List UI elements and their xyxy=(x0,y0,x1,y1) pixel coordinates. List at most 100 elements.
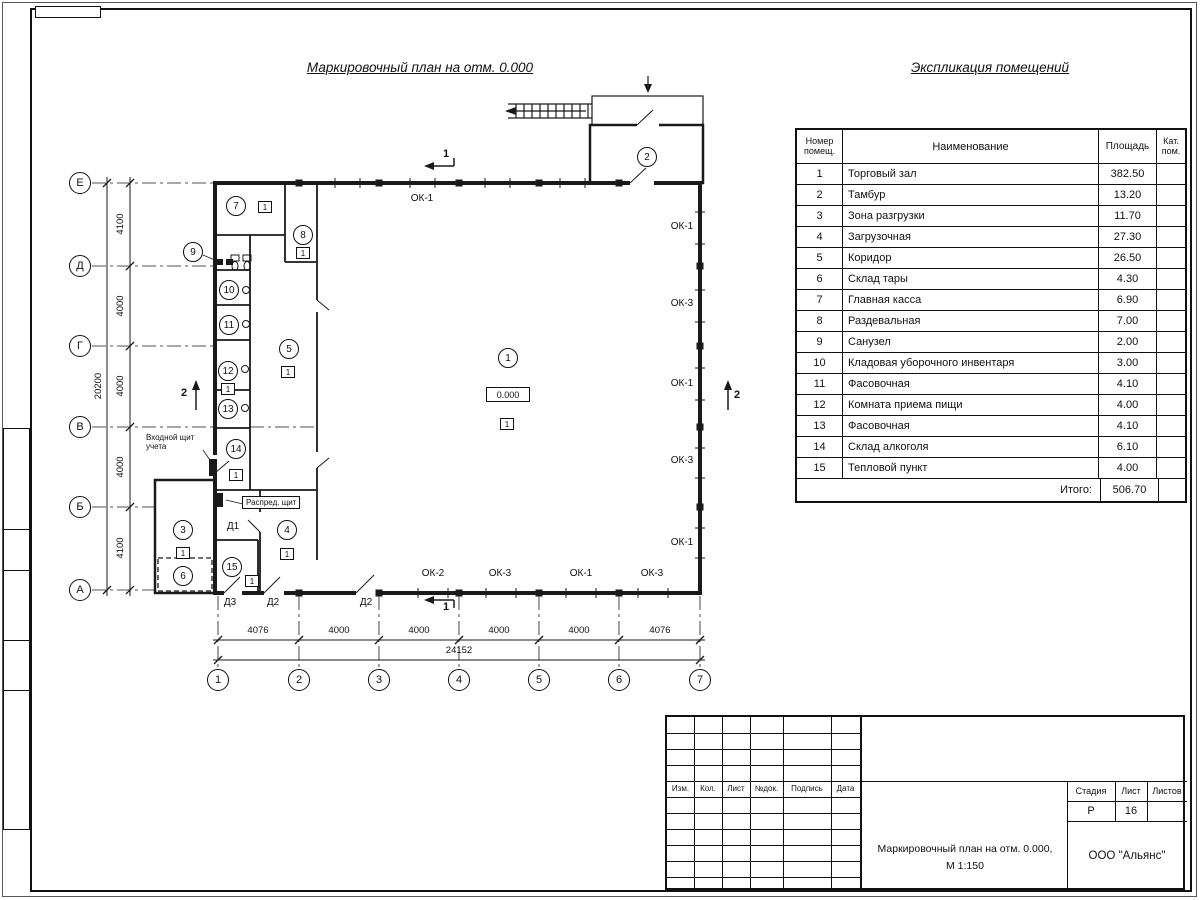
room-number: 15 xyxy=(226,561,238,573)
cell-cat xyxy=(1157,416,1185,437)
axis-col-marker: 6 xyxy=(608,669,630,691)
cell-cat xyxy=(1157,164,1185,185)
table-row: 9 Санузел 2.00 xyxy=(797,332,1185,353)
axis-label: Д xyxy=(76,260,84,272)
plan-title: Маркировочный план на отм. 0.000 xyxy=(306,60,534,75)
cell-num: 13 xyxy=(797,416,843,437)
cell-num: 5 xyxy=(797,248,843,269)
stamp-divider xyxy=(667,781,1187,782)
explication-header: Номер помещ. Наименование Площадь Кат. п… xyxy=(797,130,1185,164)
room-marker: 4 xyxy=(277,520,297,540)
dimension-label: 4000 xyxy=(488,625,510,636)
stamp-col-kol: Кол. xyxy=(700,784,716,793)
cell-area: 4.10 xyxy=(1099,416,1157,437)
axis-col-marker: 3 xyxy=(368,669,390,691)
dimension-label: 4076 xyxy=(247,625,269,636)
axis-col-marker: 1 xyxy=(207,669,229,691)
stamp-divider xyxy=(667,733,860,734)
col-header-area: Площадь xyxy=(1099,130,1157,164)
stamp-divider xyxy=(831,717,832,892)
cell-area: 11.70 xyxy=(1099,206,1157,227)
stamp-col-izm: Изм. xyxy=(671,784,690,793)
axis-label: 2 xyxy=(295,674,303,686)
dimension-total-label: 20200 xyxy=(93,372,104,400)
axis-label: Б xyxy=(76,501,84,513)
cell-num: 10 xyxy=(797,353,843,374)
window-label: ОК-1 xyxy=(410,193,434,204)
dist-panel-note: Распред. щит xyxy=(242,496,301,510)
axis-label: 7 xyxy=(696,674,704,686)
room-number: 13 xyxy=(222,403,234,415)
axis-col-marker: 7 xyxy=(689,669,711,691)
col-header-cat: Кат. пом. xyxy=(1157,130,1185,164)
cell-cat xyxy=(1157,458,1185,479)
explication-title: Экспликация помещений xyxy=(910,60,1070,75)
company-name: ООО "Альянс" xyxy=(1088,850,1166,862)
stamp-divider xyxy=(667,813,860,814)
axis-row-marker: Д xyxy=(69,255,91,277)
window-label: ОК-2 xyxy=(421,568,445,579)
cell-num: 8 xyxy=(797,311,843,332)
margin-box xyxy=(3,640,30,691)
table-row: 1 Торговый зал 382.50 xyxy=(797,164,1185,185)
room-marker: 9 xyxy=(183,242,203,262)
section-label: 1 xyxy=(443,148,450,160)
room-number: 14 xyxy=(230,443,242,455)
cell-area: 6.90 xyxy=(1099,290,1157,311)
floor-type-marker: 1 xyxy=(229,469,243,481)
room-number: 4 xyxy=(284,524,290,536)
window-label: ОК-3 xyxy=(670,455,694,466)
room-number: 8 xyxy=(300,229,306,241)
cell-num: 4 xyxy=(797,227,843,248)
room-marker: 3 xyxy=(173,520,193,540)
cell-name: Склад тары xyxy=(843,269,1099,290)
dimension-label: 4000 xyxy=(328,625,350,636)
cell-num: 12 xyxy=(797,395,843,416)
stamp-divider xyxy=(722,717,723,892)
table-row: 12 Комната приема пищи 4.00 xyxy=(797,395,1185,416)
stamp-divider xyxy=(1067,781,1068,892)
floor-type-marker: 1 xyxy=(258,201,272,213)
table-row: 8 Раздевальная 7.00 xyxy=(797,311,1185,332)
cell-area: 3.00 xyxy=(1099,353,1157,374)
sheet-label: Лист xyxy=(1121,786,1141,796)
floor-type-marker: 1 xyxy=(221,383,235,395)
table-row: 7 Главная касса 6.90 xyxy=(797,290,1185,311)
cell-cat xyxy=(1157,290,1185,311)
explication-total-row: Итого: 506.70 xyxy=(797,479,1185,501)
cell-name: Фасовочная xyxy=(843,374,1099,395)
cell-num: 2 xyxy=(797,185,843,206)
cell-num: 3 xyxy=(797,206,843,227)
cell-area: 4.00 xyxy=(1099,458,1157,479)
cell-name: Коридор xyxy=(843,248,1099,269)
cell-cat xyxy=(1157,227,1185,248)
stamp-divider xyxy=(667,797,860,798)
floor-type-marker: 1 xyxy=(281,366,295,378)
window-label: ОК-3 xyxy=(640,568,664,579)
floor-type-marker: 1 xyxy=(500,418,514,430)
table-row: 13 Фасовочная 4.10 xyxy=(797,416,1185,437)
cell-area: 382.50 xyxy=(1099,164,1157,185)
door-label: Д1 xyxy=(226,521,240,532)
cell-cat xyxy=(1157,374,1185,395)
dimension-label: 4000 xyxy=(115,375,126,397)
entry-panel-note: Входной щит учета xyxy=(146,433,195,452)
cell-cat xyxy=(1157,332,1185,353)
stamp-divider xyxy=(667,765,860,766)
room-number: 5 xyxy=(286,343,292,355)
stamp-divider xyxy=(667,829,860,830)
cell-area: 13.20 xyxy=(1099,185,1157,206)
cell-area: 26.50 xyxy=(1099,248,1157,269)
room-number: 1 xyxy=(505,352,511,364)
cell-area: 6.10 xyxy=(1099,437,1157,458)
doc-title-line2: М 1:150 xyxy=(946,860,984,872)
title-block: Изм. Кол. Лист №док. Подпись Дата Маркир… xyxy=(665,715,1187,892)
col-header-name: Наименование xyxy=(843,130,1099,164)
stamp-divider xyxy=(750,717,751,892)
stage-value: Р xyxy=(1087,805,1095,817)
cell-cat xyxy=(1157,353,1185,374)
cell-name: Санузел xyxy=(843,332,1099,353)
window-label: ОК-1 xyxy=(670,221,694,232)
door-label: Д3 xyxy=(223,597,237,608)
